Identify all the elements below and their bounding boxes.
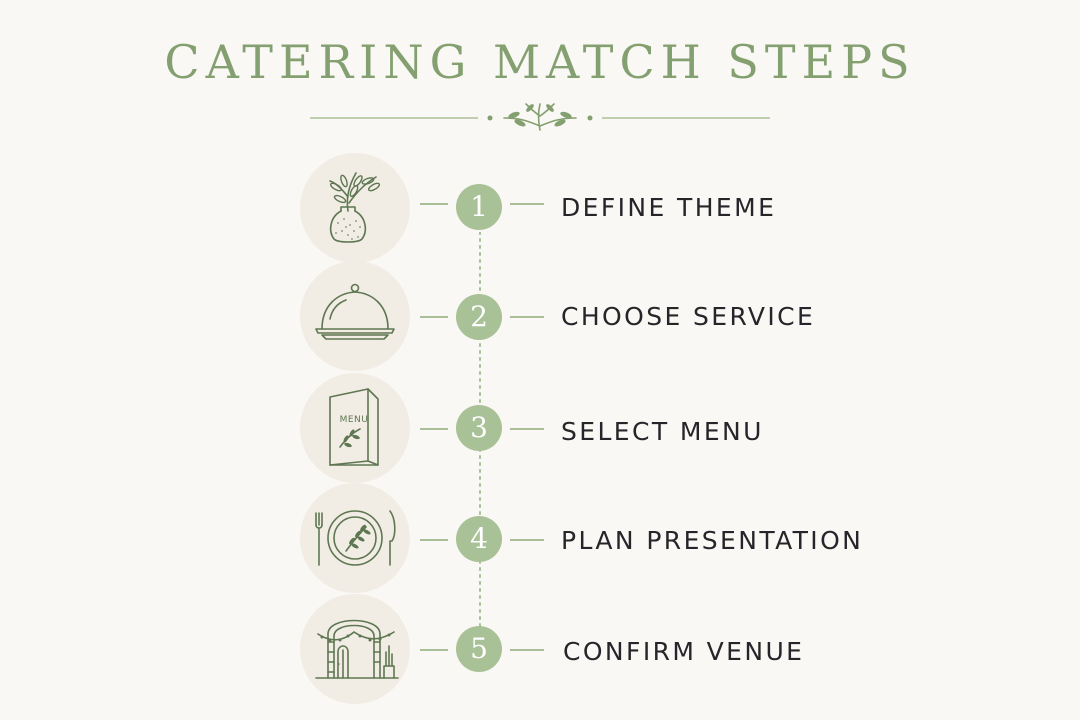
step-3-right-connector: [510, 428, 544, 430]
menu-card-icon: MENU: [300, 373, 410, 483]
step-1-label: DEFINE THEME: [561, 193, 777, 222]
step-1-left-connector: [420, 203, 448, 205]
plate-setting-icon: [300, 483, 410, 593]
step-5-number-badge: 5: [456, 626, 502, 672]
step-4-number-badge: 4: [456, 516, 502, 562]
step-4-left-connector: [420, 539, 448, 541]
page-title: CATERING MATCH STEPS: [164, 35, 916, 89]
step-3-number-badge: 3: [456, 405, 502, 451]
vase-with-branch-icon: [300, 153, 410, 263]
step-5-right-connector: [510, 649, 544, 651]
venue-arch-icon: [300, 594, 410, 704]
step-5-label: CONFIRM VENUE: [563, 637, 805, 666]
laurel-divider-icon: [310, 103, 770, 131]
step-3-left-connector: [420, 428, 448, 430]
step-4-right-connector: [510, 539, 544, 541]
step-2-left-connector: [420, 316, 448, 318]
cloche-icon: [300, 261, 410, 371]
step-5-left-connector: [420, 649, 448, 651]
step-3-label: SELECT MENU: [561, 417, 764, 446]
step-1-number-badge: 1: [456, 184, 502, 230]
step-2-label: CHOOSE SERVICE: [561, 302, 816, 331]
menu-card-text: MENU: [340, 415, 369, 425]
step-2-right-connector: [510, 316, 544, 318]
step-4-label: PLAN PRESENTATION: [561, 526, 864, 555]
step-1-right-connector: [510, 203, 544, 205]
step-2-number-badge: 2: [456, 294, 502, 340]
